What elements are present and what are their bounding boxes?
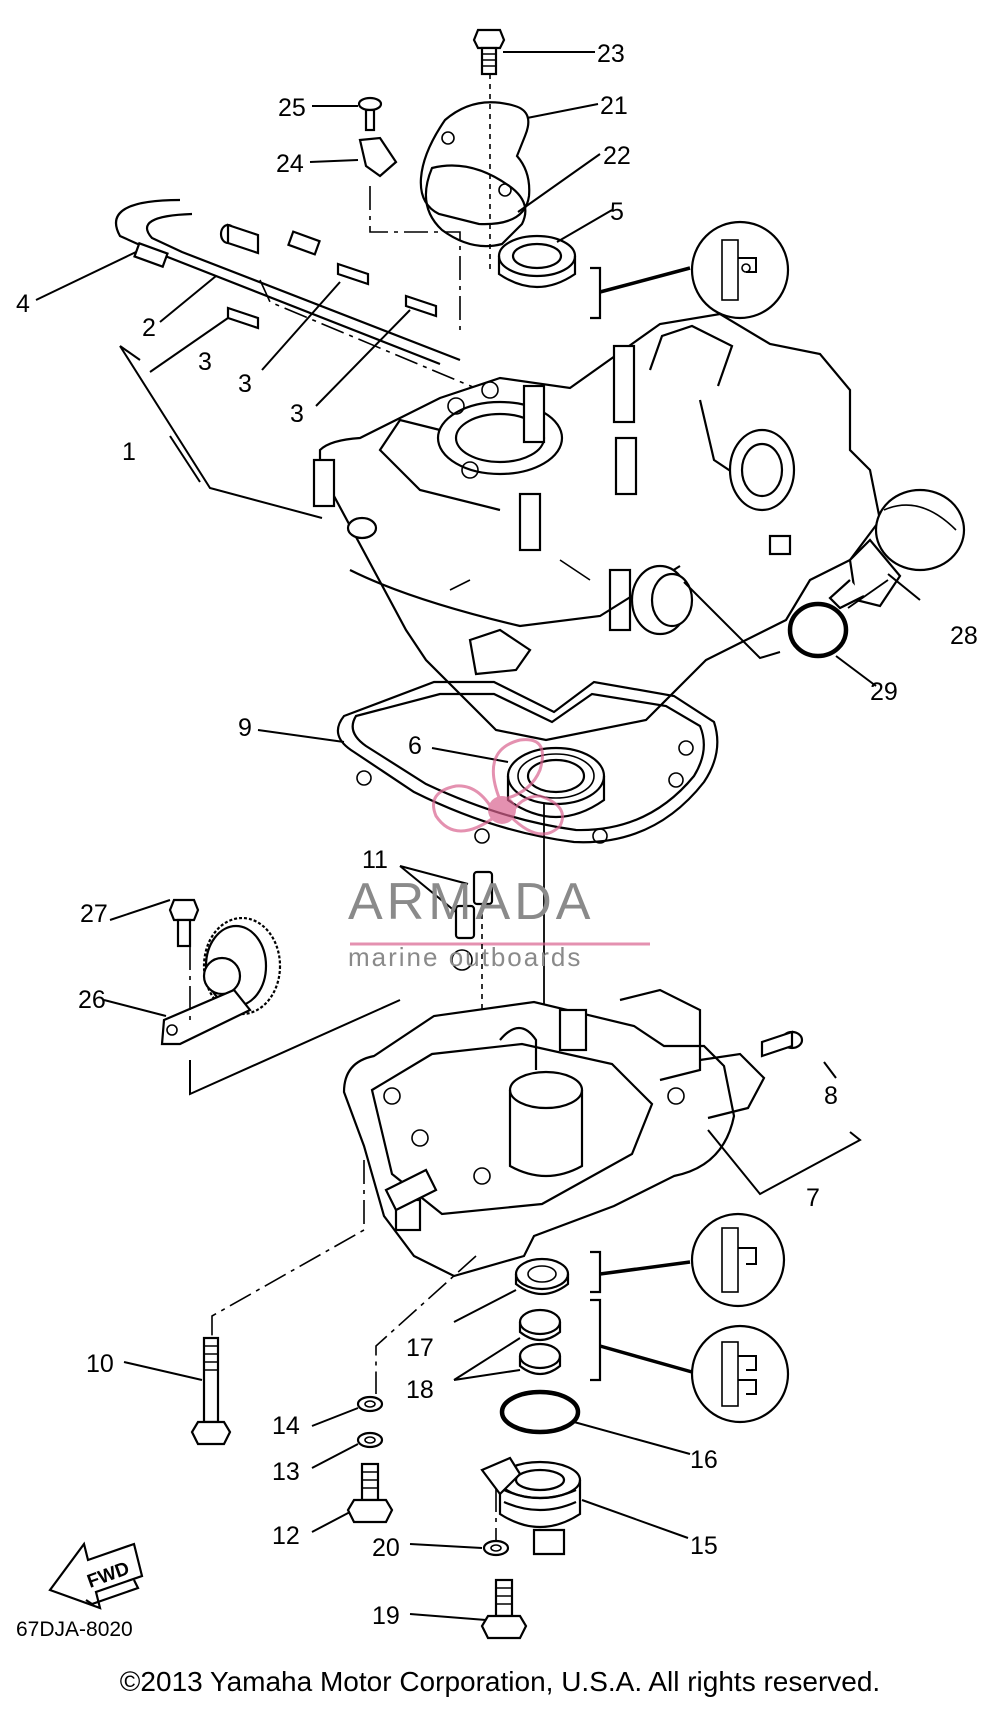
part-label-17: 17 <box>406 1334 434 1362</box>
copyright-notice: ©2013 Yamaha Motor Corporation, U.S.A. A… <box>119 1666 881 1697</box>
part-label-26: 26 <box>78 986 106 1014</box>
part-number-labels: 23 21 25 22 24 5 4 2 3 3 3 1 28 29 9 6 1… <box>16 40 978 1630</box>
seal-detail-lower <box>690 1324 790 1424</box>
bearing-17 <box>514 1257 570 1296</box>
oil-seal-5 <box>497 234 577 289</box>
o-ring-29 <box>787 601 849 659</box>
bolt-27 <box>168 898 200 948</box>
part-label-20: 20 <box>372 1534 400 1562</box>
drain-plug-28 <box>828 488 966 610</box>
washer-14 <box>356 1395 384 1413</box>
dowel-8 <box>760 1030 804 1058</box>
bearing-18 <box>518 1308 562 1376</box>
part-label-14: 14 <box>272 1412 300 1440</box>
fwd-arrow-icon: FWD <box>48 1541 144 1610</box>
gear-26 <box>160 916 282 1046</box>
bolt-23 <box>472 28 506 76</box>
housing-15 <box>480 1456 582 1556</box>
part-label-6: 6 <box>408 732 422 760</box>
dowel-2 <box>219 223 260 255</box>
seal-detail-middle <box>690 1212 786 1308</box>
dowel-11 <box>454 870 494 940</box>
part-label-1: 1 <box>122 438 136 466</box>
part-label-19: 19 <box>372 1602 400 1630</box>
part-label-21: 21 <box>600 92 628 120</box>
gasket-9 <box>336 680 719 844</box>
seal-detail-upper <box>690 220 790 320</box>
part-label-24: 24 <box>276 150 304 178</box>
cover-21 <box>419 101 531 226</box>
part-label-3a: 3 <box>198 348 212 376</box>
washer-20 <box>482 1539 510 1557</box>
bolt-12 <box>346 1462 394 1524</box>
part-label-23: 23 <box>597 40 625 68</box>
part-label-4: 4 <box>16 290 30 318</box>
part-label-22: 22 <box>603 142 631 170</box>
bearing-6 <box>506 746 606 818</box>
part-label-16: 16 <box>690 1446 718 1474</box>
diagram-code: 67DJA-8020 <box>16 1618 133 1641</box>
part-label-27: 27 <box>80 900 108 928</box>
part-label-2: 2 <box>142 314 156 342</box>
part-label-9: 9 <box>238 714 252 742</box>
part-label-10: 10 <box>86 1350 114 1378</box>
bolt-10 <box>190 1336 232 1446</box>
o-ring-16 <box>499 1389 581 1435</box>
hose-4 <box>114 198 461 366</box>
lower-casing-7 <box>342 988 766 1278</box>
part-label-13: 13 <box>272 1458 300 1486</box>
watermark-brand: ARMADA <box>348 873 595 931</box>
bracket-24 <box>358 136 398 178</box>
part-label-15: 15 <box>690 1532 718 1560</box>
part-label-3b: 3 <box>238 370 252 398</box>
upper-casing-1 <box>312 312 882 742</box>
part-label-28: 28 <box>950 622 978 650</box>
part-label-8: 8 <box>824 1082 838 1110</box>
part-label-5: 5 <box>610 198 624 226</box>
part-label-29: 29 <box>870 678 898 706</box>
part-label-18: 18 <box>406 1376 434 1404</box>
bolt-19 <box>480 1578 528 1640</box>
washer-13 <box>356 1431 384 1449</box>
part-label-11: 11 <box>362 846 388 874</box>
part-label-12: 12 <box>272 1522 300 1550</box>
screw-25 <box>357 96 383 132</box>
part-label-3c: 3 <box>290 400 304 428</box>
part-label-7: 7 <box>806 1184 820 1212</box>
part-label-25: 25 <box>278 94 306 122</box>
dowel-3 <box>226 262 438 330</box>
armada-watermark-logo <box>350 738 650 946</box>
gasket-22 <box>424 164 527 248</box>
watermark-subtitle: marine outboards <box>348 942 583 972</box>
